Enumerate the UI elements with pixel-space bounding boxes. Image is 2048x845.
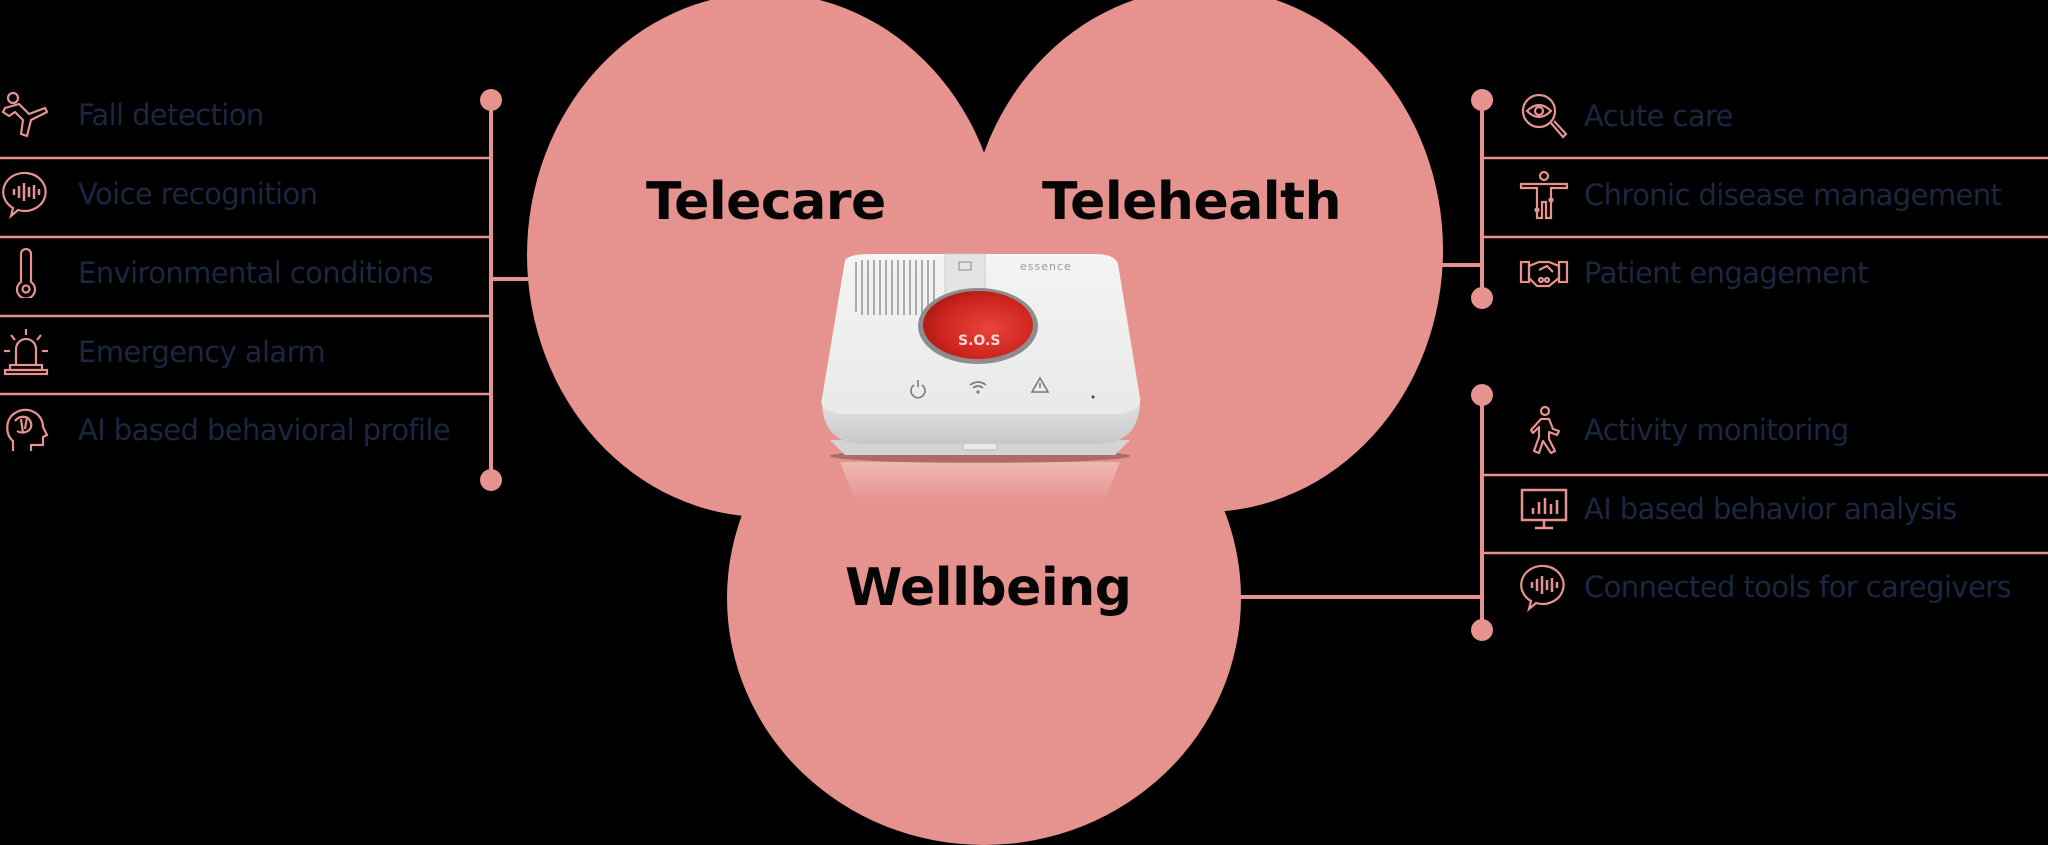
telecare-title: Telecare (646, 172, 886, 232)
list-item: Fall detection (0, 85, 264, 145)
magnifier-eye-icon (1518, 90, 1570, 142)
bracket-dot (480, 89, 502, 111)
list-item: Voice recognition (0, 164, 318, 224)
list-item: Connected tools for caregivers (1518, 557, 2012, 617)
sos-hub-device: essence S.O.S (800, 250, 1160, 510)
sos-button-label: S.O.S (958, 333, 1001, 349)
body-figure-icon (1518, 169, 1570, 221)
handshake-icon (1518, 247, 1570, 299)
bracket-dot (480, 469, 502, 491)
fall-person-icon (0, 89, 52, 141)
brain-head-icon (0, 404, 52, 456)
list-item: Acute care (1518, 86, 1734, 146)
list-item: Chronic disease management (1518, 165, 2002, 225)
list-item: Emergency alarm (0, 322, 326, 382)
voice-bubble-icon (0, 168, 52, 220)
list-item: Environmental conditions (0, 243, 434, 303)
bracket-dot (1471, 89, 1493, 111)
voice-bubble-icon (1518, 561, 1570, 613)
list-item: Patient engagement (1518, 243, 1868, 303)
telehealth-title: Telehealth (1042, 172, 1342, 232)
bracket-dot (1471, 287, 1493, 309)
list-item: AI based behavior analysis (1518, 479, 1957, 539)
monitor-chart-icon (1518, 483, 1570, 535)
device-brand-label: essence (1020, 260, 1072, 273)
thermometer-icon (0, 247, 52, 299)
list-item: Activity monitoring (1518, 400, 1849, 460)
bracket-dot (1471, 619, 1493, 641)
list-item: AI based behavioral profile (0, 400, 451, 460)
bracket-dot (1471, 384, 1493, 406)
walking-person-icon (1518, 404, 1570, 456)
wellbeing-title: Wellbeing (845, 558, 1132, 618)
siren-icon (0, 326, 52, 378)
